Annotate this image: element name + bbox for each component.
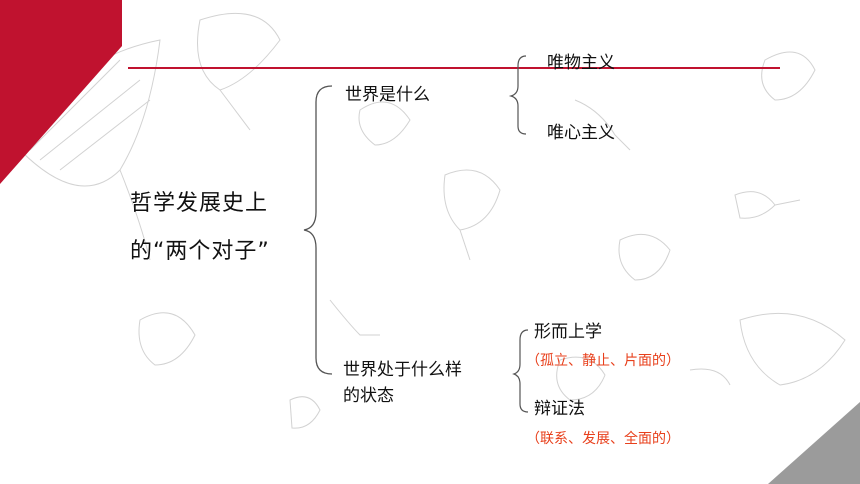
leaf-dialectics: 辩证法: [534, 399, 585, 419]
branch-world-state-line2: 的状态: [343, 386, 394, 406]
world-state-brace: [512, 329, 529, 413]
leaf-idealism: 唯心主义: [547, 123, 615, 143]
root-node-line2: 的“两个对子”: [130, 239, 270, 264]
world-is-brace: [508, 55, 527, 135]
gray-corner-triangle: [768, 402, 860, 484]
branch-world-is: 世界是什么: [345, 85, 430, 105]
leaf-dialectics-note: （联系、发展、全面的）: [526, 431, 680, 447]
red-corner-triangle: [0, 0, 122, 184]
leaf-materialism: 唯物主义: [547, 53, 615, 73]
root-brace: [303, 85, 333, 375]
leaf-metaphysics-note: （孤立、静止、片面的）: [526, 353, 680, 369]
ginkgo-leaf-decor-icon: [19, 12, 846, 429]
branch-world-state-line1: 世界处于什么样: [343, 360, 462, 380]
root-node-line1: 哲学发展史上: [130, 191, 269, 216]
leaf-metaphysics: 形而上学: [534, 322, 602, 342]
